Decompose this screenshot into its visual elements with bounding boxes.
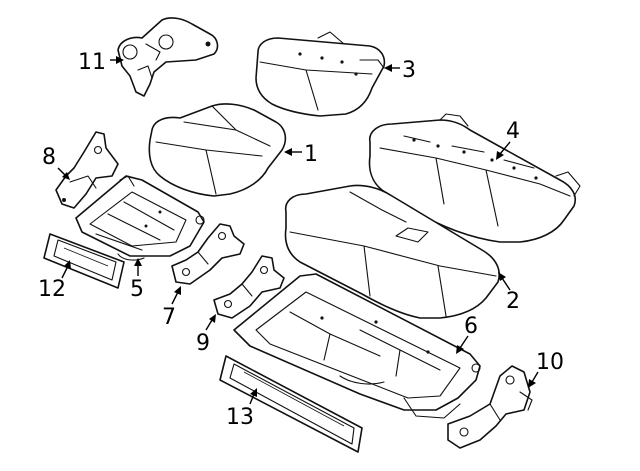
callout-8: 8 — [42, 145, 56, 170]
callout-7: 7 — [162, 305, 176, 330]
part-12-panel — [43, 233, 125, 289]
part-1-cushion — [148, 103, 287, 197]
part-10-bracket — [447, 365, 533, 449]
part-4-seatback — [368, 113, 581, 243]
callout-9: 9 — [196, 331, 210, 356]
callout-5: 5 — [130, 277, 144, 302]
part-5-frame — [75, 175, 205, 261]
part-6-frame — [233, 273, 481, 419]
callout-6: 6 — [464, 314, 478, 339]
callout-12: 12 — [38, 277, 66, 302]
part-8-bracket — [55, 131, 119, 209]
callout-4: 4 — [506, 119, 520, 144]
leader-lines — [57, 56, 539, 405]
part-2-cushion — [284, 184, 500, 319]
part-7-bracket — [171, 223, 245, 285]
callout-10: 10 — [536, 350, 564, 375]
part-9-bracket — [213, 255, 285, 319]
part-3-cushion — [255, 31, 386, 117]
callout-3: 3 — [402, 58, 416, 83]
callout-11: 11 — [78, 50, 106, 75]
callout-2: 2 — [506, 289, 520, 314]
callout-13: 13 — [226, 405, 254, 430]
part-13-panel — [219, 355, 363, 453]
callout-1: 1 — [304, 142, 318, 167]
part-11-bracket — [117, 17, 219, 97]
callout-labels: 11 3 1 4 8 2 12 5 7 9 6 10 13 — [38, 50, 564, 430]
